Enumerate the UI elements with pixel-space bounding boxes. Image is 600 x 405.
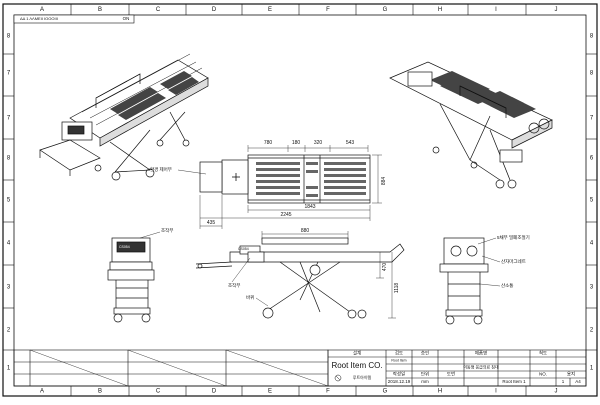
row-number-right: 3 (590, 285, 594, 291)
rear-label-3: 산소통 (501, 282, 513, 288)
row-ticks (3, 53, 597, 351)
col-letter-bottom: D (212, 389, 217, 395)
tb-name-unit: 단위 (421, 371, 429, 378)
col-letter-bottom: I (495, 389, 497, 395)
column-ticks (70, 4, 527, 396)
row-number-right: 2 (590, 328, 594, 334)
isometric-view-right (389, 61, 553, 189)
row-number-left: 8 (7, 34, 11, 40)
col-letter-bottom: C (156, 389, 161, 395)
col-letter-top: D (212, 7, 217, 13)
side-label-control: 조작부 (228, 282, 240, 289)
row-number-left: 4 (7, 241, 11, 247)
col-letter-bottom: G (383, 389, 388, 395)
tb-date: 2018.12.19 (388, 379, 411, 384)
row-number-right: 4 (590, 241, 594, 247)
col-letter-top: J (555, 7, 558, 13)
revision-table (13, 349, 329, 387)
row-number-left: 2 (7, 328, 11, 334)
top-view (177, 145, 382, 229)
row-number-left: 5 (7, 198, 11, 204)
top-dim-4: 543 (346, 140, 355, 146)
col-letter-bottom: B (98, 389, 102, 395)
row-number-left: 1 (7, 366, 11, 372)
tb-header-product: 제품명 (475, 350, 487, 357)
tb-sheet-no: 1 (562, 379, 565, 384)
tb-company: Root Item CO. (331, 361, 382, 370)
row-number-right: 8 (590, 71, 594, 77)
front-view-label: 조작부 (161, 227, 173, 234)
company-logo (334, 374, 342, 382)
tb-name-drawno: 도번 (447, 371, 455, 377)
top-dim-length: 1843 (304, 204, 315, 210)
rear-label-1: 5채부 밀폐조절기 (497, 234, 530, 241)
col-letter-bottom: J (555, 389, 558, 395)
top-dim-left: 435 (207, 220, 216, 226)
row-number-right: 1 (590, 366, 594, 372)
col-letter-top: F (326, 7, 330, 13)
tb-name-date: 작성일 (393, 371, 405, 378)
corner-label-box: ΔΔ 1 ΛΛΜΕΙΙ ΙΟΟΟΙΙΙ ON (13, 14, 135, 24)
col-letter-bottom: H (438, 389, 442, 395)
row-number-right: 6 (590, 156, 594, 162)
row-number-left: 7 (7, 116, 11, 122)
row-number-left: 3 (7, 285, 11, 291)
tb-drawing-title: 이동형 응급의료 침대 (463, 364, 499, 370)
col-letter-top: E (268, 7, 272, 13)
tb-scale-label: 척도 (539, 350, 547, 357)
row-numbers-left: 8 7 7 8 5 4 3 2 1 (7, 34, 11, 372)
row-number-left: 7 (7, 71, 11, 77)
tb-paper-label: 용지 (567, 371, 575, 378)
row-numbers-right: 8 8 7 6 5 4 3 2 1 (590, 34, 594, 372)
tb-paper-size: A4 (575, 379, 581, 384)
col-letter-top: I (495, 7, 497, 13)
top-view-label: 환경 제어부 (150, 166, 172, 173)
tb-header-design: 설계 (353, 350, 361, 357)
tb-footer-name: 루트아이템 (353, 374, 372, 380)
rear-label-2: 산자마그네트 (501, 258, 526, 265)
column-letters-top: A B C D E F G H I J (40, 7, 558, 13)
top-dim-2: 180 (292, 140, 301, 146)
row-number-right: 5 (590, 198, 594, 204)
row-number-right: 7 (590, 116, 594, 122)
tb-header-check: 검도 (395, 350, 403, 356)
col-letter-top: H (438, 7, 442, 13)
title-block (327, 349, 587, 387)
col-letter-bottom: F (326, 389, 330, 395)
tb-logo-text: Root Item (391, 358, 406, 362)
corner-label: ON (123, 16, 130, 21)
col-letter-top: C (156, 7, 161, 13)
row-number-left: 8 (7, 156, 11, 162)
col-letter-top: B (98, 7, 102, 13)
rear-view (439, 237, 501, 325)
col-letter-bottom: A (40, 389, 44, 395)
side-dim-1: 470 (382, 263, 388, 272)
side-view (195, 231, 405, 319)
front-screen-text: CS054 (119, 245, 130, 249)
col-letter-bottom: E (268, 389, 272, 395)
corner-text: ΔΔ 1 ΛΛΜΕΙΙ ΙΟΟΟΙΙΙ (20, 16, 58, 21)
isometric-view-left (39, 53, 209, 181)
col-letter-top: A (40, 7, 44, 13)
top-dim-right: 884 (381, 177, 387, 186)
top-dim-total: 2245 (280, 212, 291, 218)
col-letter-top: G (383, 7, 388, 13)
side-badge-text: CS054 (238, 247, 249, 251)
tb-unit: mm (421, 379, 429, 384)
column-letters-bottom: A B C D E F G H I J (40, 389, 558, 395)
row-number-right: 8 (590, 34, 594, 40)
tb-no-label: NO. (539, 372, 547, 377)
side-dim-2: 1118 (394, 283, 400, 294)
tb-header-approve: 승인 (421, 350, 429, 356)
front-view (107, 231, 161, 323)
top-dim-3: 320 (314, 140, 323, 146)
tb-part-name: Root Item 1 (502, 379, 526, 384)
side-label-wheel: 바퀴 (246, 294, 254, 301)
side-dim-top: 880 (301, 228, 310, 234)
top-dim-1: 780 (264, 140, 273, 146)
